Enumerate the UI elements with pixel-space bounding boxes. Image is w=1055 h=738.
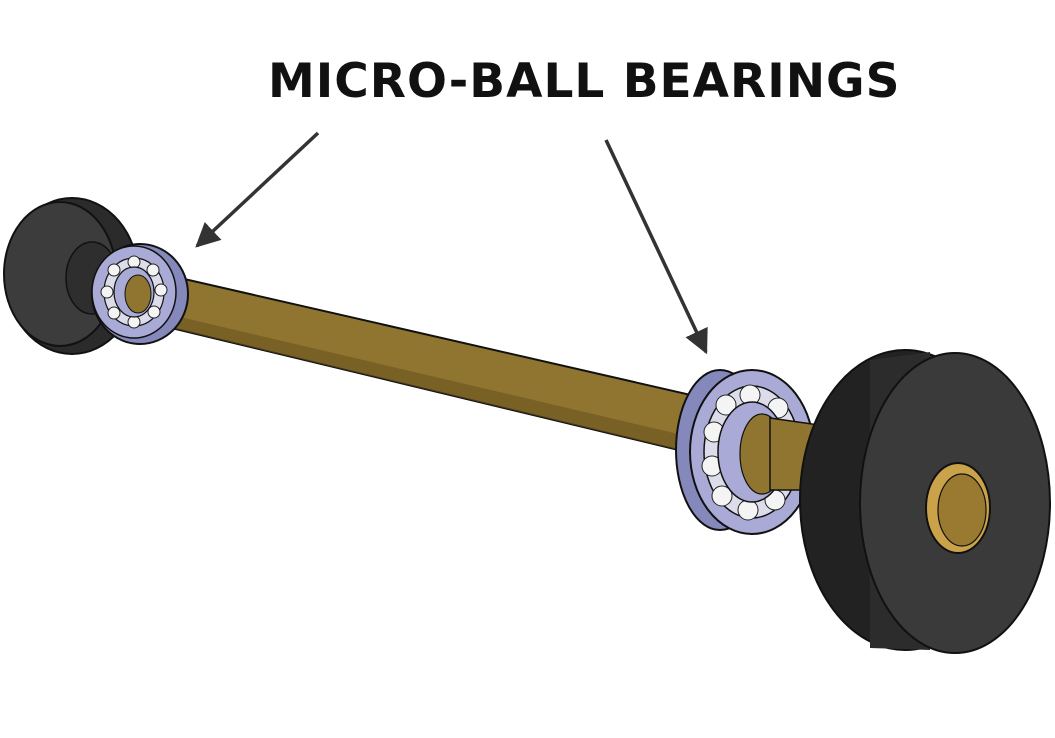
left-bearing-balls	[100, 255, 168, 329]
right-wheel	[799, 349, 1051, 654]
arrow-to-left-bearing	[195, 131, 320, 248]
left-bearing	[91, 243, 189, 345]
arrow-to-right-bearing	[604, 139, 708, 355]
right-bearing	[675, 369, 815, 535]
diagram-title: MICRO-BALL BEARINGS	[268, 54, 901, 109]
